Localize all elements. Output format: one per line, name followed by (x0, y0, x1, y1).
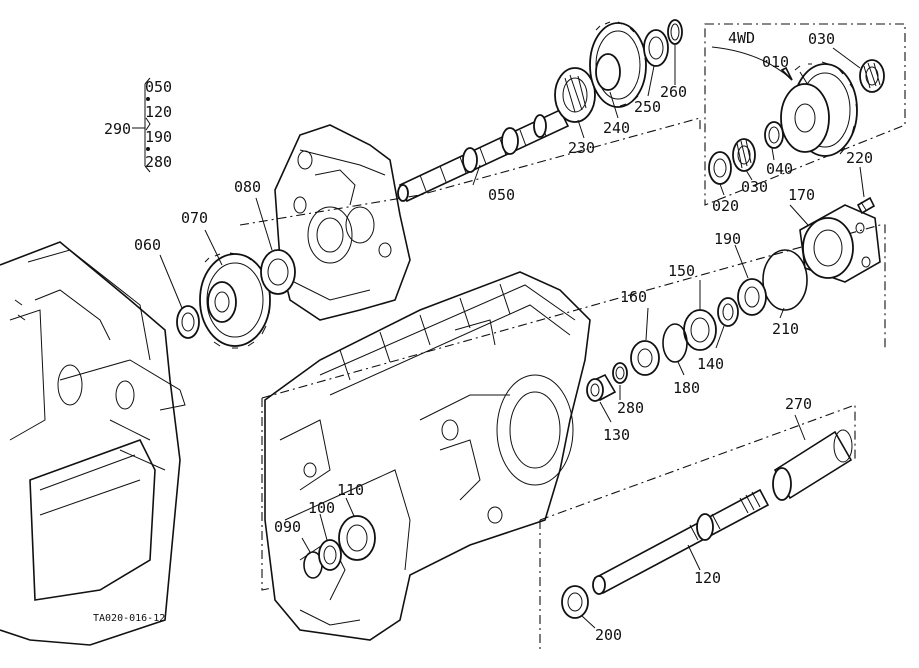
label-040: 040 (766, 160, 793, 178)
bearing-110 (338, 515, 376, 561)
bearing-230 (554, 67, 596, 123)
label-050: 050 (488, 186, 515, 204)
label-080: 080 (234, 178, 261, 196)
label-110: 110 (337, 481, 364, 499)
collar-250 (643, 29, 669, 67)
label-240: 240 (603, 119, 630, 137)
label-200: 200 (595, 626, 622, 644)
gear-160 (630, 340, 660, 376)
collar-130 (586, 373, 617, 402)
label-130: 130 (603, 426, 630, 444)
group-boundaries (239, 23, 906, 650)
kit-label-290: 290 (104, 120, 131, 138)
bearing-190 (737, 278, 767, 316)
kit-markers (145, 97, 151, 151)
label-180: 180 (673, 379, 700, 397)
bearing-080 (260, 249, 296, 295)
label-090: 090 (274, 518, 301, 536)
leader-lines (132, 45, 865, 629)
label-140: 140 (697, 355, 724, 373)
shaft-050 (397, 108, 570, 203)
shaft-120 (592, 488, 770, 595)
label-100: 100 (308, 499, 335, 517)
bearing-200 (561, 585, 589, 619)
washer-100 (318, 539, 342, 571)
label-250: 250 (634, 98, 661, 116)
label-160: 160 (620, 288, 647, 306)
kit-item-120: 120 (145, 103, 172, 121)
left-housing (0, 241, 186, 646)
top-plate (274, 124, 411, 321)
o-ring-210 (762, 249, 808, 311)
gear-070 (199, 252, 271, 349)
label-020: 020 (712, 197, 739, 215)
kit-item-280: 280 (145, 153, 172, 171)
sleeve-270 (772, 429, 853, 501)
label-270: 270 (785, 395, 812, 413)
snap-ring-180 (662, 323, 688, 363)
part-labels: 4WD 030 010 040 030 020 220 170 190 210 … (93, 29, 873, 644)
label-220: 220 (846, 149, 873, 167)
4wd-group (708, 46, 885, 215)
label-030-top: 030 (808, 30, 835, 48)
snap-ring-280 (612, 362, 628, 384)
group-label-4wd: 4WD (728, 29, 755, 47)
label-170: 170 (788, 186, 815, 204)
label-010: 010 (762, 53, 789, 71)
housing-170 (799, 204, 881, 283)
transmission-case (264, 271, 591, 641)
label-210: 210 (772, 320, 799, 338)
bearing-060 (176, 305, 200, 339)
label-280-right: 280 (617, 399, 644, 417)
label-230: 230 (568, 139, 595, 157)
label-190: 190 (714, 230, 741, 248)
label-070: 070 (181, 209, 208, 227)
gear-240 (589, 21, 647, 108)
label-030-lower: 030 (741, 178, 768, 196)
snap-ring-260 (667, 19, 683, 45)
label-060: 060 (134, 236, 161, 254)
kit-item-190: 190 (145, 128, 172, 146)
label-120: 120 (694, 569, 721, 587)
collar-140 (717, 297, 739, 327)
bearing-150 (683, 309, 717, 351)
label-150: 150 (668, 262, 695, 280)
label-260: 260 (660, 83, 687, 101)
kit-item-050: 050 (145, 78, 172, 96)
figure-code: TA020-016-12 (93, 613, 165, 624)
